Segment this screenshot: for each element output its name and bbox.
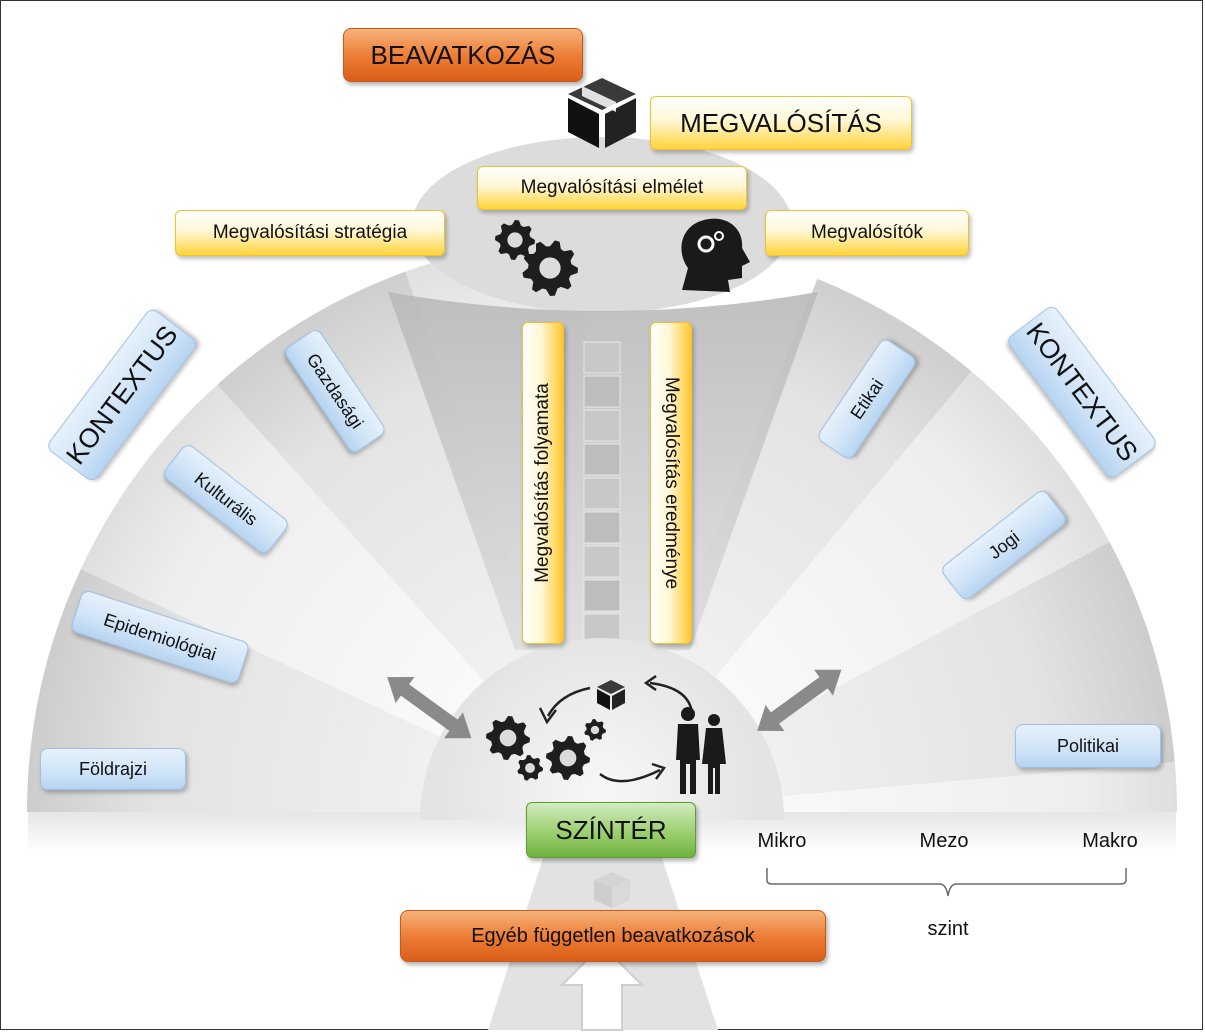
gear-icon: [546, 736, 590, 780]
people-icon: [676, 707, 726, 794]
level-bracket: [766, 868, 1127, 897]
faded-box-icon: [594, 872, 630, 908]
gear-icon: [522, 240, 578, 296]
process-block: [583, 341, 621, 374]
head-gears-icon: [681, 218, 750, 292]
implementers: Megvalósítók: [765, 210, 969, 256]
gear-icon: [495, 220, 535, 260]
process-block: [583, 545, 621, 578]
small-box-icon: [597, 680, 625, 710]
gear-icon: [486, 716, 530, 760]
process-stack: [583, 341, 621, 646]
implementation-theory: Megvalósítási elmélet: [477, 166, 747, 210]
up-arrow-icon: [559, 943, 645, 1031]
context-factor-geographic: Földrajzi: [40, 748, 186, 790]
implementation-strategy: Megvalósítási stratégia: [175, 210, 445, 256]
setting-gears-icon: [486, 716, 606, 781]
implementation-process: Megvalósítás folyamata: [522, 322, 564, 644]
level-macro: Makro: [1082, 829, 1138, 852]
context-factor-political: Politikai: [1015, 724, 1161, 768]
box-icon: [568, 78, 636, 148]
double-arrow-icon: [387, 677, 472, 739]
process-block: [583, 443, 621, 476]
intervention-title: BEAVATKOZÁS: [343, 28, 583, 82]
implementation-title: MEGVALÓSÍTÁS: [650, 96, 912, 150]
implementation-ellipse: [412, 137, 792, 313]
double-arrow-icon: [757, 669, 842, 731]
process-block: [583, 579, 621, 612]
gear-icon: [517, 755, 543, 781]
other-interventions: Egyéb független beavatkozások: [400, 910, 826, 962]
gears-icon: [495, 220, 578, 296]
gear-icon: [584, 719, 606, 741]
process-block: [583, 511, 621, 544]
process-block: [583, 409, 621, 442]
setting-title: SZÍNTÉR: [526, 802, 696, 858]
level-micro: Mikro: [757, 829, 807, 852]
level-meso: Mezo: [919, 829, 969, 852]
process-block: [583, 375, 621, 408]
process-block: [583, 477, 621, 510]
implementation-outcome: Megvalósítás eredménye: [650, 322, 692, 644]
level-caption: szint: [927, 917, 969, 940]
